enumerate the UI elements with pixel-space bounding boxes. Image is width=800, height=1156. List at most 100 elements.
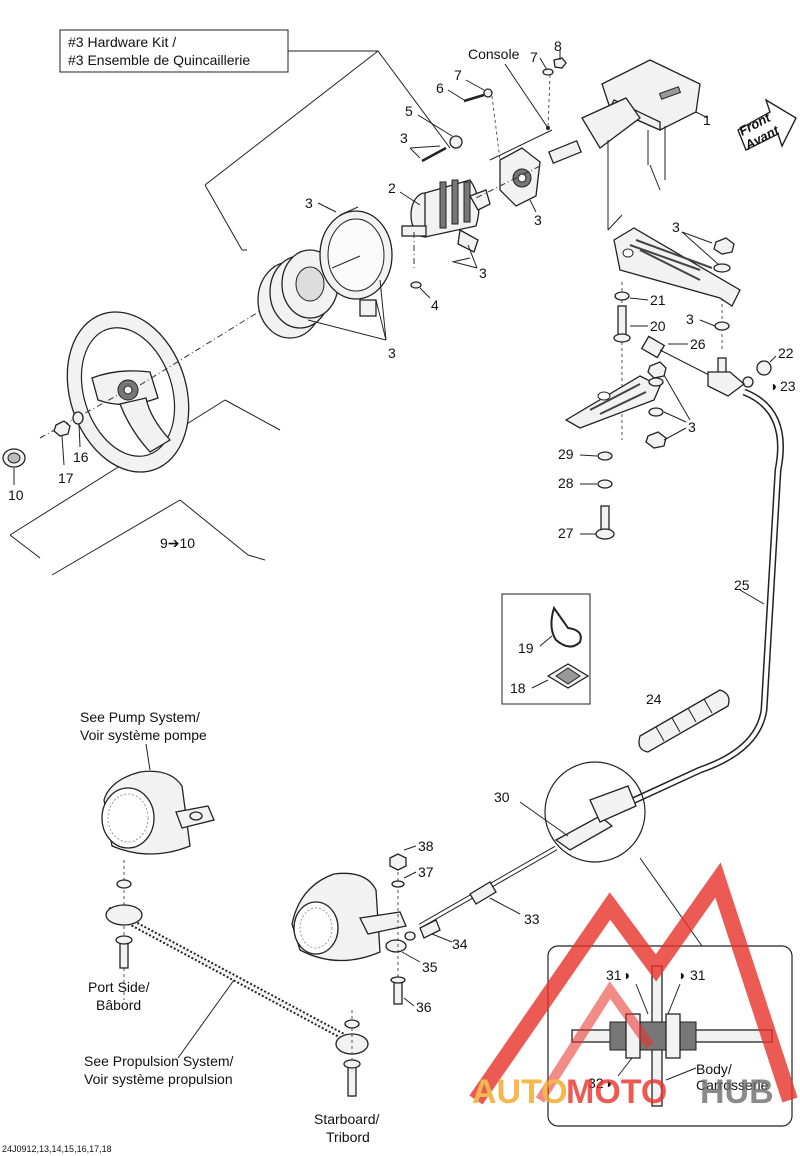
bracket-plate-3: 3 (499, 147, 542, 228)
watermark-moto: MOTO (566, 1073, 667, 1111)
label-17: 17 (58, 470, 74, 486)
body-label-en: Body/ (696, 1061, 732, 1077)
hub-housing (319, 210, 393, 317)
label-7-right: 7 (530, 49, 538, 65)
hardware-kit-label-fr: #3 Ensemble de Quincaillerie (68, 52, 250, 68)
label-31-left: 31 (606, 967, 622, 983)
watermark-auto: AUTO (472, 1073, 568, 1111)
label-19: 19 (518, 640, 534, 656)
label-23: 23 (780, 378, 796, 394)
clip-part (359, 299, 377, 317)
washer-part-16 (72, 411, 84, 425)
cable-end-parts-33-34: 33 34 (418, 845, 558, 952)
label-25: 25 (734, 577, 750, 593)
diagram-code: 24J0912,13,14,15,16,17,18 (2, 1144, 112, 1154)
console-callout: Console (468, 46, 553, 161)
label-3-lower-mount: 3 (688, 419, 696, 435)
fastener-part-7-8: 7 8 (530, 38, 567, 76)
label-3-column: 3 (479, 265, 487, 281)
pump-label-en: See Pump System/ (80, 709, 200, 725)
bolt-and-washer-part-3-5: 3 5 (400, 103, 463, 163)
starboard-label-en: Starboard/ (314, 1111, 379, 1127)
label-20: 20 (650, 318, 666, 334)
linkage-hardware: 3 26 (640, 311, 730, 381)
watermark-hub: HUB (700, 1073, 774, 1111)
hardware-kit-label-en: #3 Hardware Kit / (68, 34, 176, 50)
steering-wheel-bracket (9, 399, 281, 576)
label-3-bracket: 3 (534, 212, 542, 228)
port-label-fr: Bâbord (96, 997, 141, 1013)
screw-3-top-left: 3 (305, 195, 359, 216)
steering-cable-part-25: 25 (598, 388, 784, 820)
steering-column-assembly: 2 (388, 179, 491, 270)
drop-31-right: ◗ (678, 967, 686, 983)
label-18: 18 (510, 680, 526, 696)
label-4: 4 (431, 297, 439, 313)
sleeve-part-24: 24 (638, 689, 730, 753)
label-3-top-left: 3 (305, 195, 313, 211)
body-label-fr: Carrosserie (696, 1077, 769, 1093)
front-direction-arrow: Front Avant (736, 98, 797, 153)
bolt-part-6-7: 6 7 (436, 67, 501, 161)
label-34: 34 (452, 936, 468, 952)
label-9-10: 9➔10 (160, 535, 195, 551)
label-32: 32 (588, 1075, 604, 1091)
cable-fitting-magnifier: 30 (494, 761, 703, 947)
label-36: 36 (416, 999, 432, 1015)
console-label: Console (468, 46, 520, 62)
label-22: 22 (778, 345, 794, 361)
propulsion-label-en: See Propulsion System/ (84, 1053, 234, 1069)
label-3-linkage: 3 (686, 311, 694, 327)
label-26: 26 (690, 336, 706, 352)
ties-inset-box: 19 18 (501, 593, 591, 705)
steering-wheel-fasteners: 10 17 16 9➔10 (2, 411, 195, 551)
label-16: 16 (73, 449, 89, 465)
label-3-hub: 3 (388, 345, 396, 361)
label-38: 38 (418, 838, 434, 854)
propulsion-label-fr: Voir système propulsion (84, 1071, 233, 1087)
tie-rod: Port Side/ Bâbord See Propulsion System/… (84, 904, 379, 1145)
label-3-bolt: 3 (400, 130, 408, 146)
label-8: 8 (554, 38, 562, 54)
label-1: 1 (703, 112, 711, 128)
label-30: 30 (494, 789, 510, 805)
nut-part-17 (53, 420, 71, 437)
label-3-upper-mount: 3 (672, 219, 680, 235)
label-10: 10 (8, 487, 24, 503)
label-37: 37 (418, 864, 434, 880)
watermark-mountain-icon (469, 862, 798, 1105)
mount-hardware-20-21: 21 20 (613, 291, 666, 343)
label-31-right: 31 (690, 967, 706, 983)
pump-system-section: See Pump System/ Voir système pompe (80, 709, 215, 1000)
lower-bolt-stack-27-29: 29 28 27 (558, 446, 615, 541)
fitting-part-22-23: 22 ◗ 23 (707, 345, 796, 397)
label-21: 21 (650, 292, 666, 308)
label-6: 6 (436, 80, 444, 96)
helm-unit-part-1: 1 (475, 59, 711, 199)
port-label-en: Port Side/ (88, 979, 150, 995)
hardware-kit-callout: #3 Hardware Kit / #3 Ensemble de Quincai… (59, 29, 451, 251)
drop-23: ◗ (770, 378, 778, 394)
hardware-kit-box (59, 29, 289, 73)
upper-mount-bracket: 3 (613, 219, 741, 307)
label-28: 28 (558, 475, 574, 491)
label-27: 27 (558, 525, 574, 541)
starboard-nozzle-section: 35 38 37 36 (291, 838, 438, 1015)
label-29: 29 (558, 446, 574, 462)
label-5: 5 (405, 103, 413, 119)
key-part-4: 4 (410, 281, 439, 313)
starboard-label-fr: Tribord (326, 1129, 370, 1145)
hub-labels: 3 3 (307, 244, 487, 361)
label-35: 35 (422, 959, 438, 975)
drop-31-left: ◗ (623, 967, 631, 983)
label-7-left: 7 (454, 67, 462, 83)
steering-wheel (39, 307, 266, 473)
lower-mount-bracket: 3 (564, 361, 696, 449)
label-2: 2 (388, 180, 396, 196)
automotohub-watermark: AUTO MOTO HUB (469, 862, 798, 1111)
label-33: 33 (524, 911, 540, 927)
pump-label-fr: Voir système pompe (80, 727, 207, 743)
drop-32: ◗ (605, 1075, 613, 1091)
label-24: 24 (646, 691, 662, 707)
